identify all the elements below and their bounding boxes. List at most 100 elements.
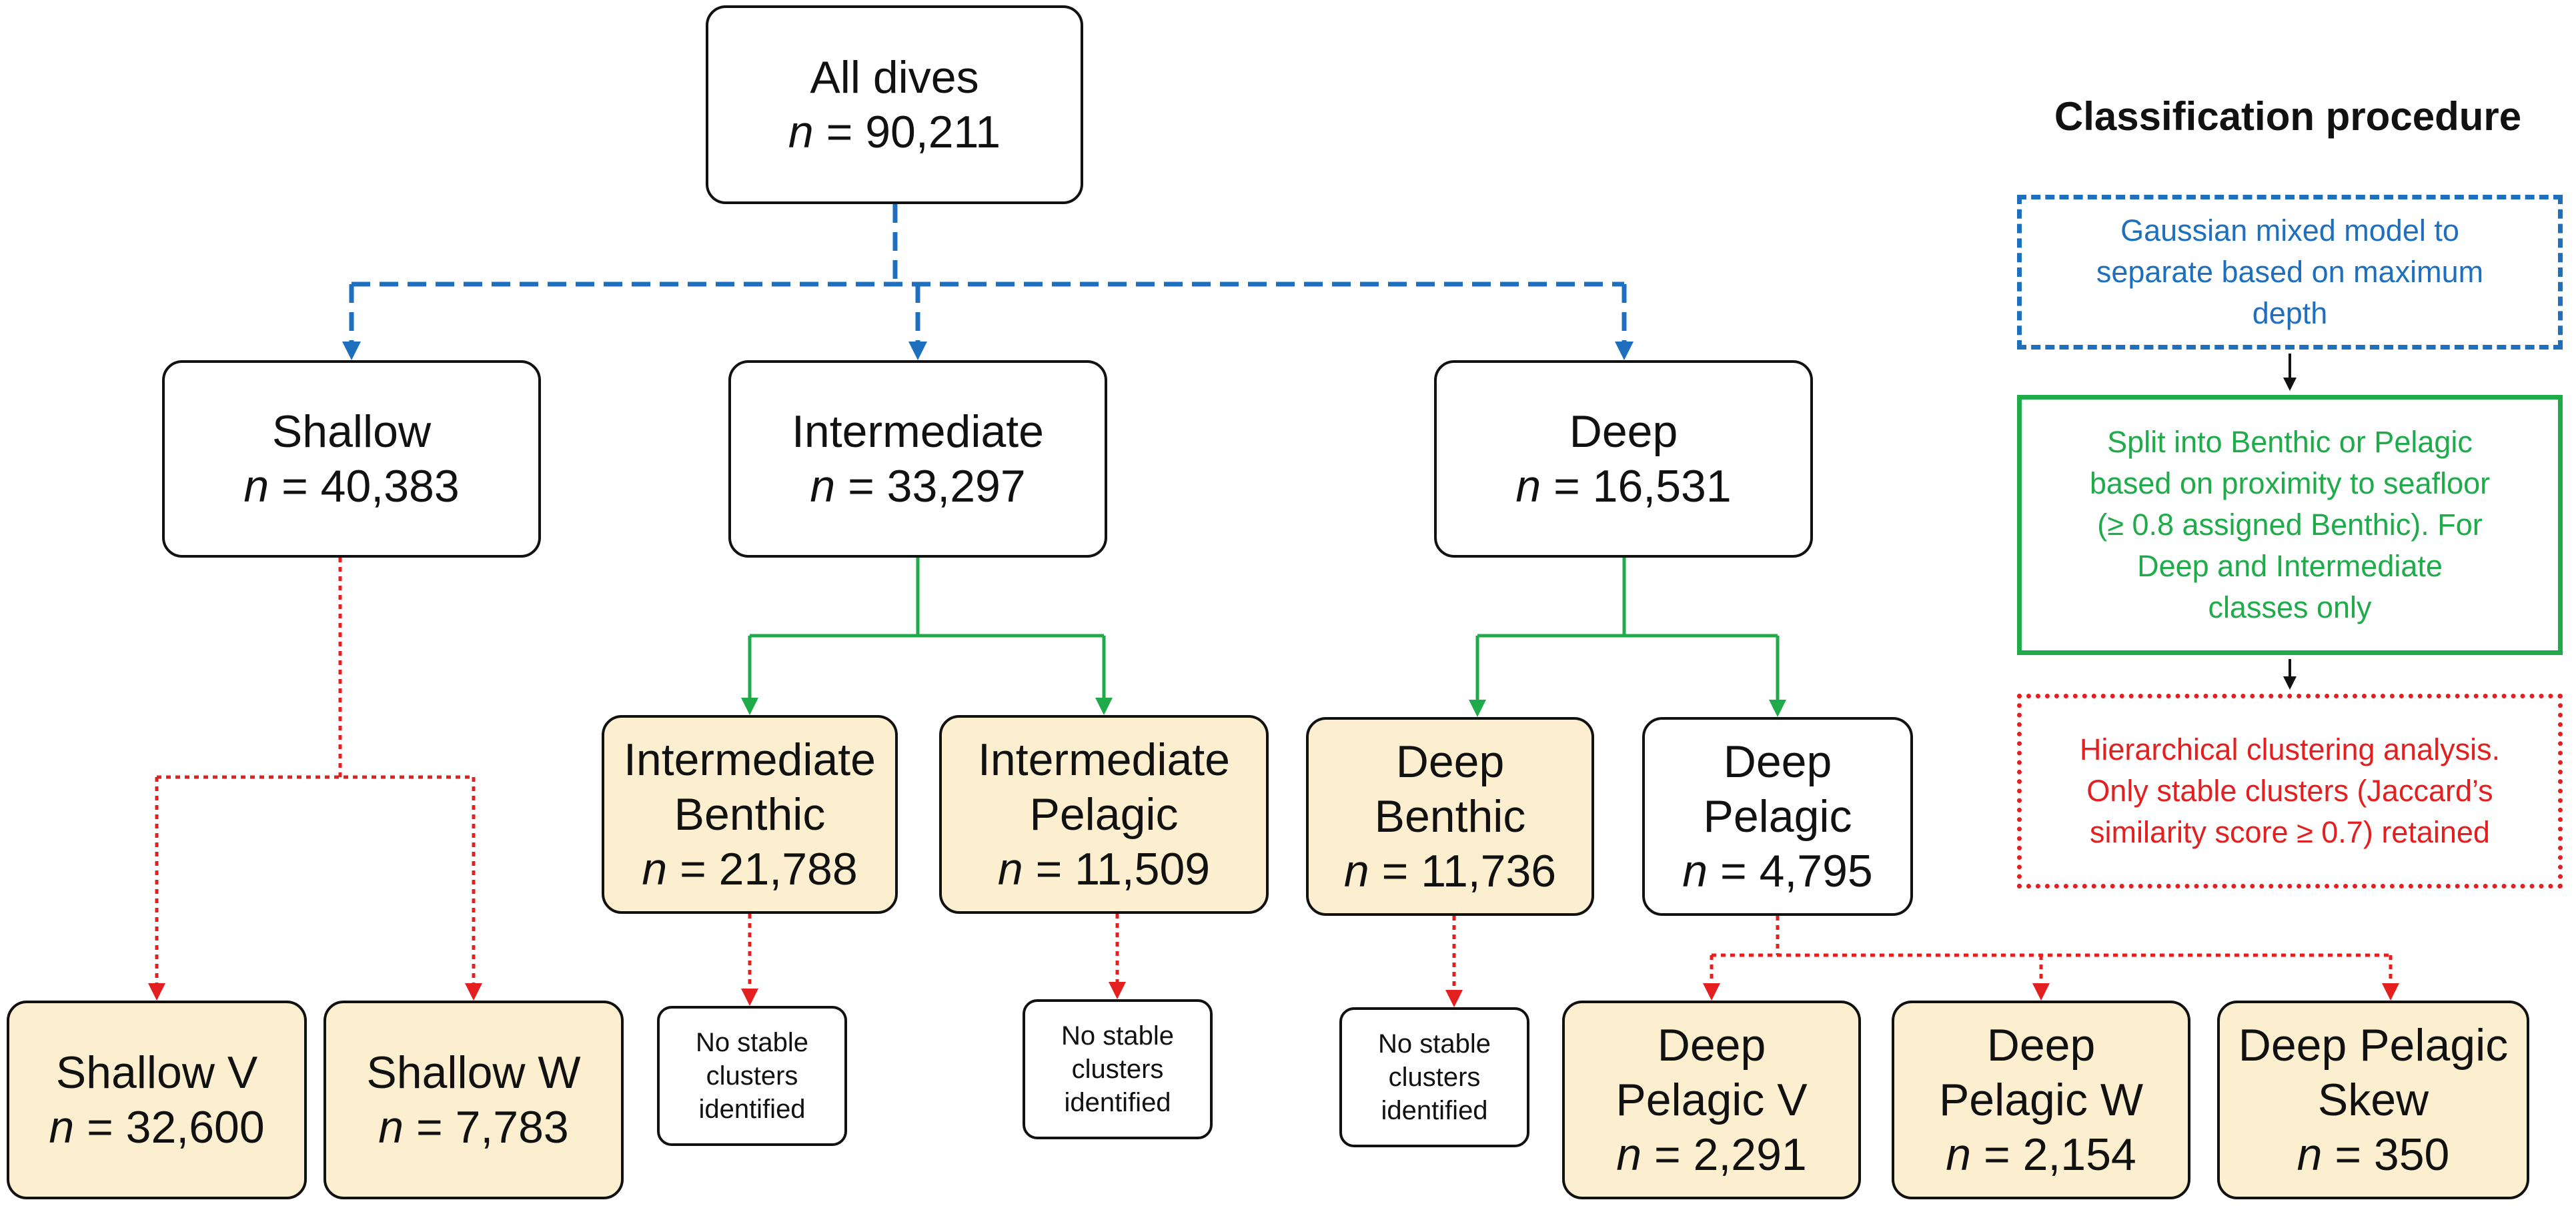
node-count-value: 33,297 (886, 461, 1026, 512)
node-count-value: 11,509 (1075, 844, 1211, 894)
node-label: clusters (706, 1061, 798, 1091)
node-label: Shallow V (55, 1047, 258, 1098)
node-label: Deep Pelagic (2238, 1020, 2509, 1071)
legend-clustering-step: Hierarchical clustering analysis. Only st… (2017, 694, 2563, 888)
arrow-head (1703, 983, 1720, 1001)
node-count-value: 90,211 (865, 107, 1001, 157)
arrow-head (908, 342, 927, 360)
arrow-head (2283, 378, 2297, 391)
node-count: n = 4,795 (1682, 846, 1873, 896)
arrow-head (741, 698, 758, 715)
arrow-head (1469, 700, 1486, 717)
node-count-value: 21,788 (718, 844, 858, 894)
node-label: Deep (1723, 736, 1832, 787)
arrow-head (465, 983, 482, 1001)
node-label: Deep (1395, 736, 1505, 787)
legend-text: (≥ 0.8 assigned Benthic). For (2097, 508, 2483, 542)
node-label: Deep (1986, 1020, 2096, 1071)
node-label: Intermediate (978, 734, 1230, 785)
node-no-stable-clusters: No stable clusters identified (1339, 1007, 1529, 1147)
legend-text: Split into Benthic or Pelagic (2107, 425, 2473, 459)
legend-text: Deep and Intermediate (2137, 549, 2443, 583)
node-label: No stable (1061, 1021, 1174, 1051)
arrow-head (741, 989, 758, 1006)
procedure-title: Classification procedure (2054, 94, 2522, 139)
node-count-value: 350 (2373, 1129, 2450, 1180)
node-label: Pelagic V (1616, 1075, 1808, 1125)
node-count-value: 4,795 (1759, 846, 1873, 896)
node-label: clusters (1388, 1063, 1481, 1092)
node-label: Intermediate (624, 734, 876, 785)
node-count: n = 11,509 (997, 844, 1211, 894)
arrow-head (342, 342, 361, 360)
node-count: n = 40,383 (243, 461, 460, 512)
node-label: No stable (1378, 1029, 1491, 1059)
node-count: n = 11,736 (1343, 846, 1557, 896)
node-count-value: 32,600 (125, 1102, 265, 1153)
node-label: Intermediate (792, 406, 1044, 457)
node-count-value: 16,531 (1592, 461, 1732, 512)
node-count: n = 33,297 (810, 461, 1026, 512)
node-label: Benthic (674, 789, 826, 840)
arrow-head (1445, 990, 1463, 1007)
node-label: identified (1381, 1096, 1488, 1125)
node-count-value: 40,383 (320, 461, 460, 512)
node-label: identified (1064, 1088, 1171, 1117)
node-label: Pelagic (1029, 789, 1179, 840)
node-count: n = 90,211 (788, 107, 1001, 157)
node-count-value: 7,783 (455, 1102, 569, 1153)
node-count-value: 2,154 (2022, 1129, 2136, 1180)
node-count-value: 11,736 (1421, 846, 1557, 896)
node-label: Shallow W (366, 1047, 581, 1098)
legend-text: separate based on maximum (2096, 255, 2484, 289)
node-label: Pelagic W (1938, 1075, 2144, 1125)
node-count: n = 16,531 (1515, 461, 1732, 512)
node-label: Deep (1569, 406, 1678, 457)
arrow-head (148, 983, 165, 1001)
node-no-stable-clusters: No stable clusters identified (657, 1006, 847, 1146)
node-label: No stable (696, 1028, 808, 1057)
arrow-head (1095, 698, 1113, 715)
legend-text: Gaussian mixed model to (2120, 213, 2459, 247)
node-label: Deep (1657, 1020, 1766, 1071)
node-label: Benthic (1374, 791, 1526, 842)
node-label: identified (698, 1095, 806, 1124)
node-label: Skew (2317, 1075, 2429, 1125)
node-count-value: 2,291 (1693, 1129, 1807, 1180)
arrow-head (2032, 983, 2050, 1001)
node-label: clusters (1071, 1055, 1164, 1084)
node-count: n = 32,600 (49, 1102, 265, 1153)
node-count: n = 2,154 (1946, 1129, 2136, 1180)
node-count: n = 350 (2297, 1129, 2450, 1180)
node-label: All dives (810, 52, 979, 103)
legend-gmm-step: Gaussian mixed model to separate based on… (2017, 195, 2563, 350)
arrow-head (1769, 700, 1786, 717)
arrow-head (1615, 342, 1634, 360)
node-label: Pelagic (1703, 791, 1852, 842)
node-count: n = 7,783 (378, 1102, 569, 1153)
legend-text: Hierarchical clustering analysis. (2079, 732, 2501, 766)
legend-text: similarity score ≥ 0.7) retained (2090, 815, 2490, 849)
node-count: n = 2,291 (1616, 1129, 1807, 1180)
legend-text: Only stable clusters (Jaccard’s (2086, 774, 2493, 808)
node-label: Shallow (271, 406, 432, 457)
legend-text: classes only (2208, 590, 2372, 624)
node-count: n = 21,788 (642, 844, 858, 894)
legend-text: depth (2252, 296, 2328, 330)
